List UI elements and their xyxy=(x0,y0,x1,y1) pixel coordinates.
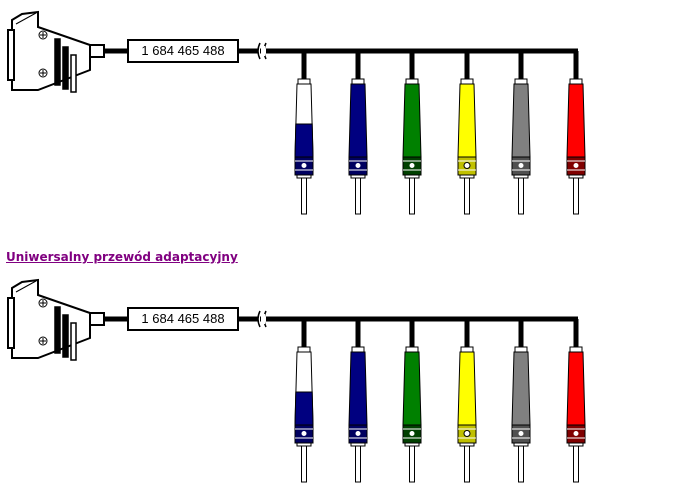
plug-green xyxy=(402,51,422,215)
plug-gray xyxy=(511,51,531,215)
plug-pin xyxy=(573,445,579,483)
plug-ring-hole xyxy=(572,430,580,437)
screw-cross xyxy=(40,300,46,306)
plug-pin xyxy=(409,177,415,215)
connector-grip-slot xyxy=(54,306,61,354)
plug-body xyxy=(566,351,586,426)
connector-edge xyxy=(15,12,37,25)
plug-pin xyxy=(464,177,470,215)
plug-ring-hole xyxy=(408,162,416,169)
cable-svg xyxy=(7,278,586,483)
connector-grip-slot xyxy=(62,314,69,358)
plug-body xyxy=(457,83,477,158)
plug-body xyxy=(566,83,586,158)
plug-pin xyxy=(409,445,415,483)
plug-pin xyxy=(301,445,307,483)
plug-collar xyxy=(569,346,583,353)
strain-relief xyxy=(89,44,105,58)
plug-yellow xyxy=(457,51,477,215)
plug-body xyxy=(402,351,422,426)
plug-collar xyxy=(405,346,419,353)
cable-break-gap xyxy=(261,46,265,56)
plug-ring-hole xyxy=(463,430,471,437)
screw-cross xyxy=(40,70,46,76)
plug-pin xyxy=(518,445,524,483)
plug-green xyxy=(402,319,422,483)
plug-collar xyxy=(460,346,474,353)
plug-yellow xyxy=(457,319,477,483)
adapter-cable-diagram-2: 1 684 465 488 xyxy=(0,268,687,498)
plug-body xyxy=(348,351,368,426)
plug-collar xyxy=(297,346,311,353)
plug-ring-hole xyxy=(517,162,525,169)
plug-collar xyxy=(351,78,365,85)
plug-ring-hole xyxy=(517,430,525,437)
part-number-label: 1 684 465 488 xyxy=(141,43,225,58)
plug-body xyxy=(511,83,531,158)
sub-d-connector xyxy=(7,10,105,93)
plug-pin xyxy=(355,445,361,483)
plug-body-lower xyxy=(294,123,314,158)
connector-shell xyxy=(11,10,91,91)
plug-pin xyxy=(301,177,307,215)
plug-ring-hole xyxy=(354,430,362,437)
plug-body xyxy=(511,351,531,426)
strain-relief xyxy=(89,312,105,326)
plug-body-lower xyxy=(294,391,314,426)
plug-white-blue xyxy=(294,319,314,483)
plug-ring-hole xyxy=(408,430,416,437)
connector-edge xyxy=(15,280,37,293)
caption-link[interactable]: Uniwersalny przewód adaptacyjny xyxy=(6,250,238,264)
plug-blue xyxy=(348,51,368,215)
plug-collar xyxy=(405,78,419,85)
connector-grip-slot xyxy=(70,322,77,361)
plug-ring-hole xyxy=(354,162,362,169)
plug-pin xyxy=(355,177,361,215)
plug-ring-hole xyxy=(463,162,471,169)
connector-plate xyxy=(7,297,15,349)
connector-grip-slot xyxy=(54,38,61,86)
plug-collar xyxy=(460,78,474,85)
plug-ring-hole xyxy=(572,162,580,169)
screw-cross xyxy=(40,338,46,344)
connector-grip-slot xyxy=(62,46,69,90)
connector-grip-slot xyxy=(70,54,77,93)
sub-d-connector xyxy=(7,278,105,361)
plug-pin xyxy=(464,445,470,483)
cable-svg xyxy=(7,10,586,215)
plug-white-blue xyxy=(294,51,314,215)
plug-ring-hole xyxy=(300,162,308,169)
cable-break-gap xyxy=(261,314,265,324)
plug-collar xyxy=(297,78,311,85)
plug-blue xyxy=(348,319,368,483)
plug-collar xyxy=(514,78,528,85)
part-number-label: 1 684 465 488 xyxy=(141,311,225,326)
plug-red xyxy=(566,319,586,483)
adapter-cable-diagram-1: 1 684 465 488 xyxy=(0,0,687,230)
plug-collar xyxy=(569,78,583,85)
connector-shell xyxy=(11,278,91,359)
plug-collar xyxy=(351,346,365,353)
screw-cross xyxy=(40,32,46,38)
plug-pin xyxy=(573,177,579,215)
plug-pin xyxy=(518,177,524,215)
plug-red xyxy=(566,51,586,215)
connector-plate xyxy=(7,29,15,81)
plug-gray xyxy=(511,319,531,483)
plug-body xyxy=(348,83,368,158)
plug-body xyxy=(402,83,422,158)
plug-collar xyxy=(514,346,528,353)
plug-ring-hole xyxy=(300,430,308,437)
plug-body xyxy=(457,351,477,426)
